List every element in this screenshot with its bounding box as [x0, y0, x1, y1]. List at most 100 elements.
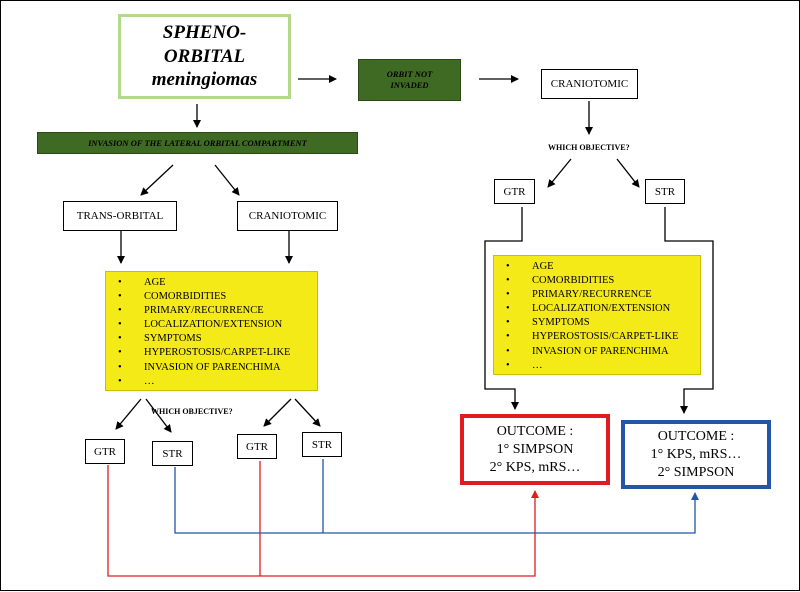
outcome-str-heading: OUTCOME : — [657, 428, 735, 444]
arrow-invasion-to-craniotomic-left — [214, 164, 240, 196]
bullet-icon: • — [506, 261, 510, 272]
factor-text: LOCALIZATION/EXTENSION — [532, 303, 671, 315]
title-line-3: meningiomas — [151, 69, 258, 91]
factor-text: INVASION OF PARENCHIMA — [144, 361, 281, 373]
which-objective-left: WHICH OBJECTIVE? — [151, 407, 233, 416]
factor-text: INVASION OF PARENCHIMA — [532, 345, 669, 357]
orbit-not-invaded-line-1: ORBIT NOT — [386, 69, 433, 80]
outcome-gtr-line-2: 2° KPS, mRS… — [489, 459, 581, 475]
factor-item: • SYMPTOMS — [118, 332, 317, 346]
which-objective-right: WHICH OBJECTIVE? — [548, 143, 630, 152]
bullet-icon: • — [118, 305, 122, 317]
gtr-right-bracket — [484, 207, 523, 410]
factor-text: COMORBIDITIES — [532, 275, 615, 287]
factor-item: • COMORBIDITIES — [118, 290, 317, 304]
gtr-right-box: GTR — [494, 179, 535, 204]
arrow-objective-to-str-right — [616, 158, 640, 188]
factor-text: LOCALIZATION/EXTENSION — [144, 319, 283, 331]
gtr-left2-box: GTR — [237, 434, 277, 459]
craniotomic-left-label: CRANIOTOMIC — [248, 210, 327, 222]
factors-right-box: • AGE • COMORBIDITIES • PRIMARY/RECURRENCE • LO… — [493, 255, 701, 375]
orbit-not-invaded-line-2: INVADED — [390, 80, 429, 90]
gtr-left1-label: GTR — [94, 445, 116, 458]
factor-item: • LOCALIZATION/EXTENSION — [506, 302, 700, 316]
factors-left-box: • AGE • COMORBIDITIES • PRIMARY/RECURRENCE • LO… — [105, 271, 318, 391]
arrow-objective-to-str-left1 — [145, 398, 172, 433]
factor-item: • COMORBIDITIES — [506, 274, 700, 288]
arrow-objective-to-str-left2 — [294, 398, 321, 427]
factor-text: PRIMARY/RECURRENCE — [144, 305, 264, 317]
factor-text: … — [532, 359, 543, 371]
str-right-label: STR — [654, 185, 676, 198]
outcome-gtr-heading: OUTCOME : — [496, 423, 574, 439]
orbit-not-invaded-box: ORBIT NOT INVADED — [358, 59, 461, 101]
bullet-icon: • — [118, 347, 122, 359]
factor-item: • PRIMARY/RECURRENCE — [118, 304, 317, 318]
bullet-icon: • — [118, 277, 122, 288]
outcome-gtr-box: OUTCOME : 1° SIMPSON 2° KPS, mRS… — [460, 414, 610, 485]
factor-item: • INVASION OF PARENCHIMA — [118, 361, 317, 375]
factor-item: • AGE — [506, 260, 700, 274]
factor-text: SYMPTOMS — [144, 333, 202, 345]
factor-text: COMORBIDITIES — [144, 291, 227, 303]
outcome-str-box: OUTCOME : 1° KPS, mRS… 2° SIMPSON — [621, 420, 771, 489]
bullet-icon: • — [118, 375, 122, 387]
factors-left-list: • AGE • COMORBIDITIES • PRIMARY/RECURRENCE • LO… — [118, 276, 317, 389]
str-left2-box: STR — [302, 432, 342, 457]
gtr-right-label: GTR — [503, 185, 526, 198]
factor-text: AGE — [144, 277, 166, 288]
str-right-bracket — [664, 207, 714, 414]
factor-text: PRIMARY/RECURRENCE — [532, 289, 652, 301]
factors-right-list: • AGE • COMORBIDITIES • PRIMARY/RECURRENCE • LO… — [506, 260, 700, 373]
str-path-blue — [174, 467, 699, 534]
gtr-left2-label: GTR — [246, 440, 268, 453]
outcome-gtr-line-1: 1° SIMPSON — [496, 441, 574, 457]
str-right-box: STR — [645, 179, 685, 204]
bullet-icon: • — [506, 289, 510, 301]
bullet-icon: • — [506, 275, 510, 287]
factor-item: • HYPEROSTOSIS/CARPET-LIKE — [506, 330, 700, 344]
factor-item: • LOCALIZATION/EXTENSION — [118, 318, 317, 332]
factor-text: SYMPTOMS — [532, 317, 590, 329]
trans-orbital-box: TRANS-ORBITAL — [63, 201, 177, 231]
bullet-icon: • — [506, 331, 510, 343]
bullet-icon: • — [506, 345, 510, 357]
craniotomic-right-box: CRANIOTOMIC — [541, 69, 638, 99]
arrow-objective-to-gtr-left2 — [263, 398, 292, 427]
arrow-invasion-to-trans-orbital — [140, 164, 174, 196]
invasion-banner: INVASION OF THE LATERAL ORBITAL COMPARTM… — [37, 132, 358, 154]
factor-text: HYPEROSTOSIS/CARPET-LIKE — [532, 331, 679, 343]
bullet-icon: • — [118, 291, 122, 303]
outcome-str-line-2: 2° SIMPSON — [657, 464, 735, 480]
factor-item: • SYMPTOMS — [506, 316, 700, 330]
bullet-icon: • — [118, 333, 122, 345]
title-line-2: ORBITAL — [163, 45, 246, 67]
trans-orbital-label: TRANS-ORBITAL — [76, 210, 164, 222]
bullet-icon: • — [118, 361, 122, 373]
factor-item: •… — [506, 359, 700, 373]
factor-item: • INVASION OF PARENCHIMA — [506, 345, 700, 359]
str-left1-label: STR — [162, 447, 183, 460]
title-line-1: SPHENO- — [162, 21, 247, 43]
bullet-icon: • — [506, 317, 510, 329]
title-box: SPHENO- ORBITAL meningiomas — [118, 14, 291, 99]
invasion-label: INVASION OF THE LATERAL ORBITAL COMPARTM… — [88, 137, 307, 148]
factor-text: HYPEROSTOSIS/CARPET-LIKE — [144, 347, 291, 359]
bullet-icon: • — [118, 319, 122, 331]
arrow-objective-to-gtr-left1 — [115, 398, 142, 430]
factor-item: •… — [118, 375, 317, 389]
bullet-icon: • — [506, 303, 510, 315]
bullet-icon: • — [506, 359, 510, 371]
str-left2-label: STR — [311, 438, 333, 451]
outcome-str-line-1: 1° KPS, mRS… — [650, 446, 742, 462]
craniotomic-right-label: CRANIOTOMIC — [550, 78, 629, 90]
factor-item: • PRIMARY/RECURRENCE — [506, 288, 700, 302]
factor-text: AGE — [532, 261, 554, 272]
factor-item: • AGE — [118, 276, 317, 290]
factor-item: • HYPEROSTOSIS/CARPET-LIKE — [118, 346, 317, 360]
factor-text: … — [144, 375, 155, 387]
str-left1-box: STR — [152, 441, 193, 466]
arrow-objective-to-gtr-right — [547, 158, 572, 188]
